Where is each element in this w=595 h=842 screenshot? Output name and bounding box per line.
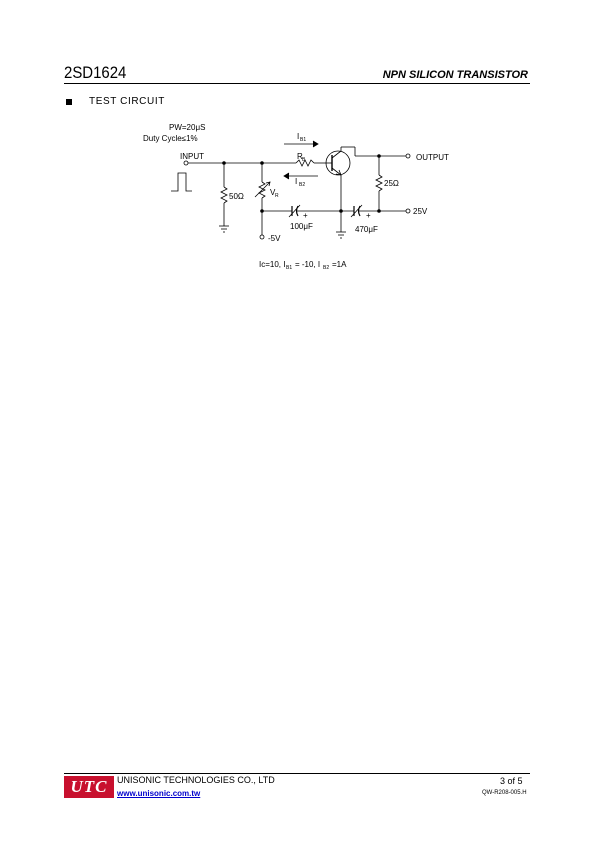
rb-resistor xyxy=(295,159,315,167)
cap2-plus: + xyxy=(366,211,371,220)
cap1-label: 100μF xyxy=(290,222,313,231)
document-title: NPN SILICON TRANSISTOR xyxy=(382,69,528,81)
utc-logo xyxy=(64,776,114,798)
page-number: 3 of 5 xyxy=(500,776,523,786)
rb-label: R xyxy=(297,152,303,161)
utc-logo-text: UTC xyxy=(70,777,108,796)
input-terminal xyxy=(183,160,189,166)
input-label: INPUT xyxy=(180,152,204,161)
condition-sub2: B2 xyxy=(323,265,329,271)
ib2-label: I xyxy=(295,177,297,186)
cap1-plus: + xyxy=(303,211,308,220)
section-bullet-icon xyxy=(66,99,72,105)
header-rule xyxy=(64,83,530,84)
ib1-subscript: B1 xyxy=(300,137,306,143)
section-title: TEST CIRCUIT xyxy=(89,96,165,107)
document-number: QW-R208-005.H xyxy=(482,790,527,796)
duty-cycle-label: Duty Cycle≤1% xyxy=(143,134,198,143)
cap2-label: 470μF xyxy=(355,225,378,234)
r-load-label: 25Ω xyxy=(384,179,399,188)
r-input-label: 50Ω xyxy=(229,192,244,201)
footer-rule xyxy=(64,773,530,774)
pulse-waveform xyxy=(171,172,192,192)
condition-sub1: B1 xyxy=(286,265,292,271)
ib1-label: I xyxy=(297,132,299,141)
vr-subscript: R xyxy=(275,193,279,199)
website-link[interactable]: www.unisonic.com.tw xyxy=(117,789,201,798)
vr-label: V xyxy=(270,188,276,197)
neg-supply-label: -5V xyxy=(268,234,281,243)
pulse-width-label: PW=20μS xyxy=(169,123,205,132)
output-terminal xyxy=(405,153,411,159)
rb-subscript: B xyxy=(302,157,306,163)
condition-part3: =1A xyxy=(332,260,347,269)
pos-supply-terminal xyxy=(405,208,411,214)
ib2-subscript: B2 xyxy=(299,182,305,188)
condition-part1: Ic=10, I xyxy=(259,260,285,269)
condition-part2: = -10, I xyxy=(295,260,320,269)
neg-supply-terminal xyxy=(259,234,265,240)
output-label: OUTPUT xyxy=(416,153,449,162)
company-name: UNISONIC TECHNOLOGIES CO., LTD xyxy=(117,775,275,785)
pos-supply-label: 25V xyxy=(413,207,428,216)
part-number: 2SD1624 xyxy=(64,63,127,82)
